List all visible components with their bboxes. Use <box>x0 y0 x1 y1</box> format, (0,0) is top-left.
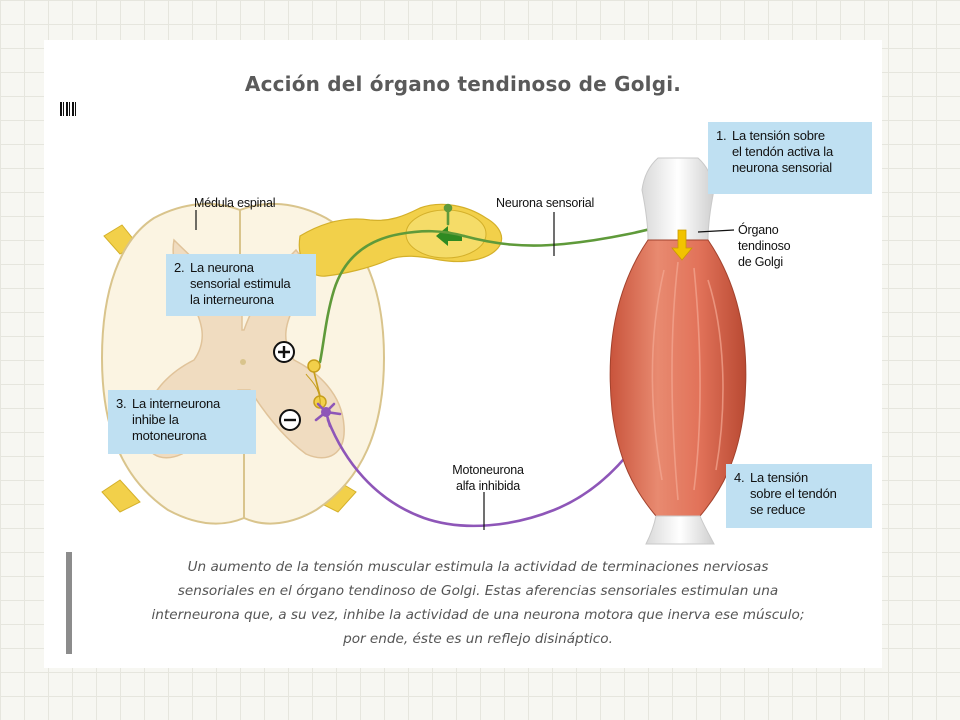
caption-bar <box>66 552 72 654</box>
interneuron <box>305 359 327 409</box>
motoneuron-cell-body <box>321 407 331 417</box>
barcode-icon <box>60 102 76 116</box>
step-1-box: 1. La tensión sobre el tendón activa la … <box>708 122 872 194</box>
muscle <box>609 157 747 545</box>
alpha-motoneuron-label: Motoneurona alfa inhibida <box>452 463 524 493</box>
golgi-organ-label: Órgano tendinoso de Golgi <box>738 223 791 269</box>
sensory-neuron-label: Neurona sensorial <box>496 196 595 210</box>
arrow-down-icon <box>671 229 693 261</box>
figure-caption: Un aumento de la tensión muscular estimu… <box>151 559 805 647</box>
plus-sign-icon <box>273 341 295 363</box>
slide: Acción del órgano tendinoso de Golgi. <box>44 40 882 668</box>
step-3-box: 3. La interneurona inhibe la motoneurona <box>108 390 256 454</box>
spinal-cord-label: Médula espinal <box>194 196 276 210</box>
step-4-box: 4. La tensión sobre el tendón se reduce <box>726 464 872 528</box>
minus-sign-icon <box>279 409 301 431</box>
step-2-box: 2. La neurona sensorial estimula la inte… <box>166 254 316 316</box>
dorsal-root-ganglion <box>298 203 503 277</box>
page-title: Acción del órgano tendinoso de Golgi. <box>244 72 682 96</box>
